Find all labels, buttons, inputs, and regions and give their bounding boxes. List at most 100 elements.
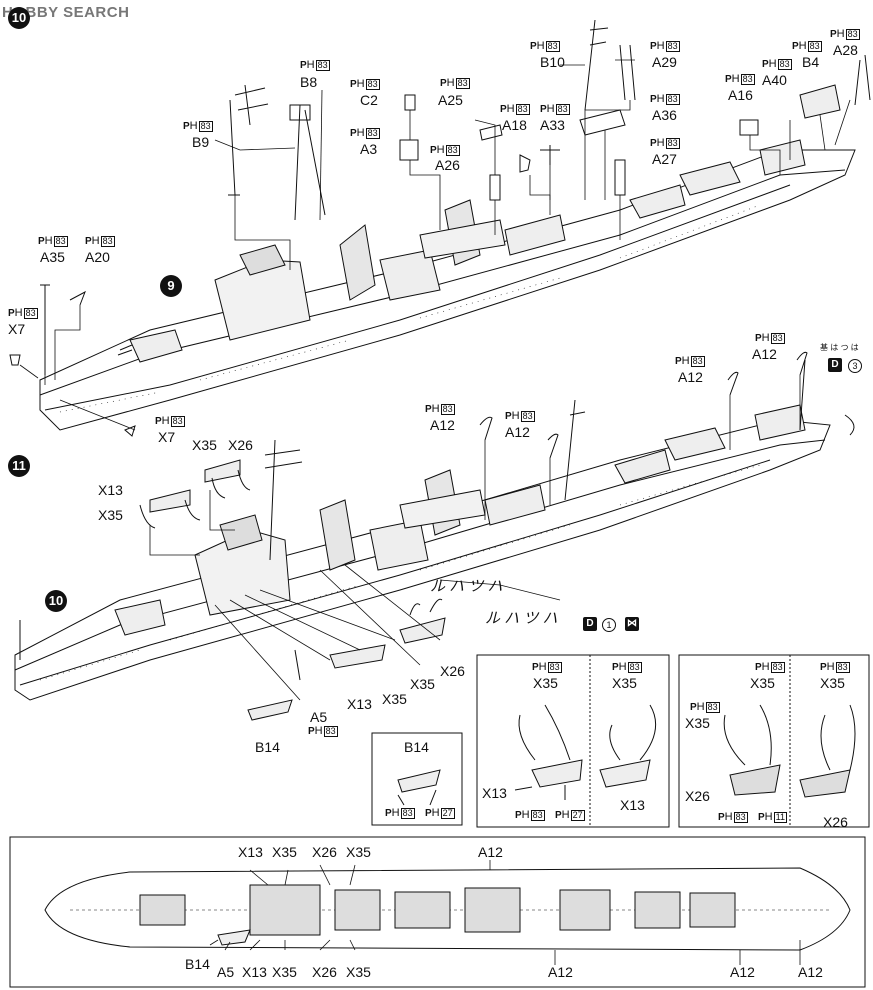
label-a28: A28 [833,42,858,58]
inset-x26-left-x35: X35 [685,715,710,731]
label-x26-b: X26 [440,663,465,679]
plan-bottom-x26: X26 [312,964,337,980]
inset-x13-left-x13: X13 [482,785,507,801]
step11-ship [14,351,855,721]
label-b4: B4 [802,54,820,70]
plan-bottom-b14: B14 [185,956,210,972]
inset-b14-title: B14 [404,739,429,755]
flag-icon: ⋈ [625,617,639,631]
label-b14: B14 [255,739,280,755]
top-note: 基 は つ は [820,343,859,352]
decal-sheet-d-b: D [828,358,842,372]
step-number-9: 9 [160,275,182,297]
label-a5: A5 [310,709,328,725]
label-x35-d: X35 [382,691,407,707]
step9-ship [9,19,871,437]
plan-bottom-x35b: X35 [346,964,371,980]
label-a3: A3 [360,141,378,157]
step-number-10-b: 10 [45,590,67,612]
label-a12-d: A12 [752,346,777,362]
label-a35: A35 [40,249,65,265]
label-x26-a: X26 [228,437,253,453]
plan-top-a12: A12 [478,844,503,860]
label-a16: A16 [728,87,753,103]
plan-top-x35: X35 [272,844,297,860]
inset-x13-left-x35: X35 [533,675,558,691]
label-x7-a: X7 [8,321,26,337]
label-a26: A26 [435,157,460,173]
label-a20: A20 [85,249,110,265]
watermark: HOBBY SEARCH [2,4,130,21]
label-x13-a: X13 [98,482,123,498]
label-b8: B8 [300,74,318,90]
label-b10: B10 [540,54,565,70]
inset-x13-right-x13: X13 [620,797,645,813]
label-x13-b: X13 [347,696,372,712]
inset-x13-right-x35: X35 [612,675,637,691]
plan-top-x26: X26 [312,844,337,860]
label-a29: A29 [652,54,677,70]
label-a40: A40 [762,72,787,88]
plan-bottom-a12-c: A12 [798,964,823,980]
katakana-note-a: ル ハ ツ ハ [430,578,503,595]
inset-x26-left-x26: X26 [685,788,710,804]
inset-x26-right-x26: X26 [823,814,848,830]
label-x35-a: X35 [192,437,217,453]
label-c2: C2 [360,92,378,108]
label-a36: A36 [652,107,677,123]
plan-bottom-a12-a: A12 [548,964,573,980]
step-number-11: 11 [8,455,30,477]
plan-top-x35b: X35 [346,844,371,860]
label-a27: A27 [652,151,677,167]
label-a12-c: A12 [678,369,703,385]
plan-bottom-x35: X35 [272,964,297,980]
label-a33: A33 [540,117,565,133]
label-a18: A18 [502,117,527,133]
label-a25: A25 [438,92,463,108]
label-a12-a: A12 [430,417,455,433]
inset-x26-right-x35: X35 [820,675,845,691]
decal-number-3: 3 [848,359,862,373]
plan-top-x13: X13 [238,844,263,860]
decal-number-1: 1 [602,618,616,632]
label-b9: B9 [192,134,210,150]
label-x35-c: X35 [410,676,435,692]
label-x35-b: X35 [98,507,123,523]
decal-sheet-d: D [583,617,597,631]
inset-x26-left-x35top: X35 [750,675,775,691]
plan-bottom-a12-b: A12 [730,964,755,980]
